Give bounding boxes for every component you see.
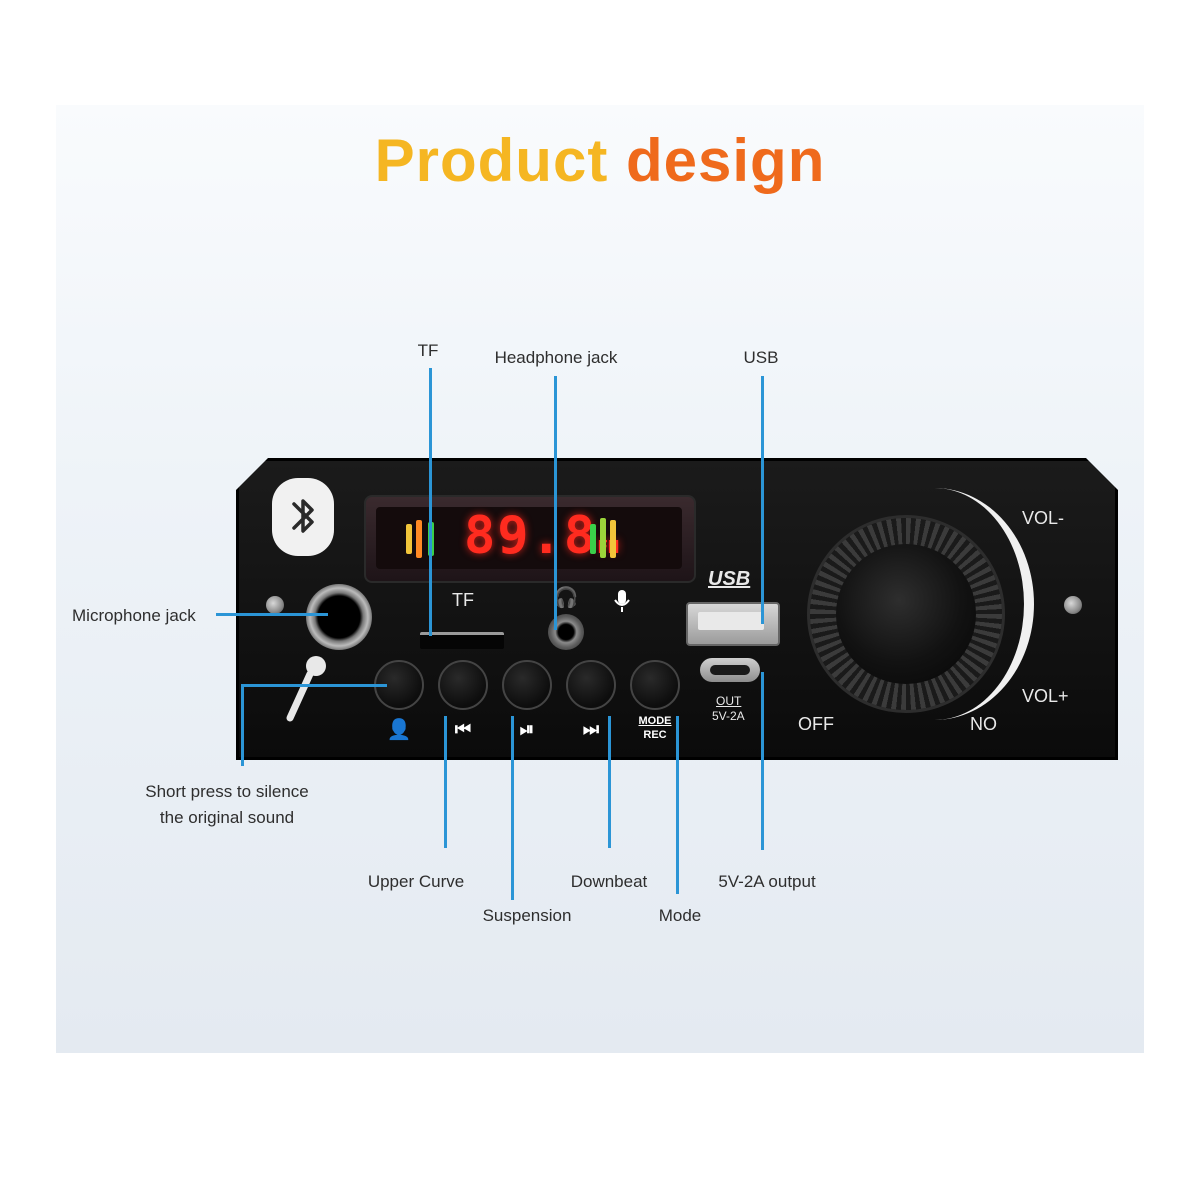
previous-button[interactable] bbox=[438, 660, 488, 710]
microphone-icon bbox=[614, 590, 630, 612]
callout-line-silence-v bbox=[241, 684, 244, 766]
play-pause-icon: ⏯ bbox=[519, 719, 535, 739]
title-word-product: Product bbox=[374, 127, 609, 194]
callout-line-tf bbox=[429, 368, 432, 636]
tf-slot-label: TF bbox=[452, 590, 474, 610]
page-title: Product design bbox=[0, 126, 1200, 195]
frequency-readout: 89.8FM bbox=[464, 506, 619, 566]
usb-c-port-opening bbox=[710, 665, 750, 675]
callout-line-output bbox=[761, 672, 764, 850]
usb-logo: USB bbox=[708, 568, 751, 590]
callout-silence-line1: Short press to silence bbox=[145, 782, 309, 801]
tf-card-slot[interactable] bbox=[420, 632, 504, 649]
mounting-hole bbox=[1064, 596, 1082, 614]
mode-button[interactable] bbox=[630, 660, 680, 710]
callout-line-microphone bbox=[216, 613, 328, 616]
indicator-led bbox=[266, 596, 284, 614]
callout-microphone-jack: Microphone jack bbox=[72, 606, 196, 625]
mode-label: MODE bbox=[638, 715, 672, 727]
led-display-screen bbox=[376, 507, 682, 569]
volume-knob-cap bbox=[836, 544, 976, 684]
callout-line-headphone bbox=[554, 376, 557, 630]
play-pause-button[interactable] bbox=[502, 660, 552, 710]
callout-downbeat: Downbeat bbox=[570, 872, 648, 891]
vu-meter-right-bar bbox=[610, 520, 616, 558]
next-icon: ⏭ bbox=[582, 719, 600, 739]
vol-minus-label: VOL- bbox=[1022, 508, 1065, 528]
off-label: OFF bbox=[798, 714, 834, 734]
frequency-digits: 89.8 bbox=[464, 506, 598, 566]
headphone-icon: 🎧 bbox=[553, 587, 579, 609]
callout-line-downbeat bbox=[608, 716, 611, 848]
rec-label: REC bbox=[643, 729, 667, 741]
volume-arc-indicator bbox=[840, 488, 1034, 720]
callout-suspension: Suspension bbox=[482, 906, 572, 925]
callout-line-upper-curve bbox=[444, 716, 447, 848]
vol-plus-label: VOL+ bbox=[1022, 686, 1069, 706]
usb-a-port-tongue bbox=[698, 612, 764, 630]
callout-silence-line2: the original sound bbox=[159, 808, 295, 827]
out-spec-label: 5V-2A bbox=[712, 709, 745, 723]
microphone-jack[interactable] bbox=[306, 584, 372, 650]
bluetooth-badge bbox=[272, 478, 334, 556]
vu-meter-left-bar bbox=[406, 524, 412, 554]
on-label: NO bbox=[970, 714, 997, 734]
callout-line-silence-h bbox=[241, 684, 387, 687]
bluetooth-icon bbox=[292, 499, 314, 533]
callout-output: 5V-2A output bbox=[718, 872, 816, 891]
vu-meter-right-bar bbox=[590, 524, 596, 554]
out-label: OUT bbox=[716, 694, 742, 708]
title-word-design: design bbox=[625, 127, 826, 194]
previous-icon: ⏮ bbox=[454, 719, 472, 739]
vu-meter-right-bar bbox=[600, 518, 606, 558]
callout-mode: Mode bbox=[658, 906, 702, 925]
callout-line-usb bbox=[761, 376, 764, 624]
callout-usb: USB bbox=[743, 348, 779, 367]
callout-headphone-jack: Headphone jack bbox=[494, 348, 618, 367]
callout-line-mode bbox=[676, 716, 679, 894]
microphone-handheld-icon bbox=[286, 656, 326, 722]
person-icon: 👤 bbox=[386, 719, 412, 741]
callout-upper-curve: Upper Curve bbox=[367, 872, 465, 891]
callout-line-suspension bbox=[511, 716, 514, 900]
vu-meter-left-bar bbox=[416, 520, 422, 558]
callout-tf: TF bbox=[417, 341, 439, 360]
next-button[interactable] bbox=[566, 660, 616, 710]
